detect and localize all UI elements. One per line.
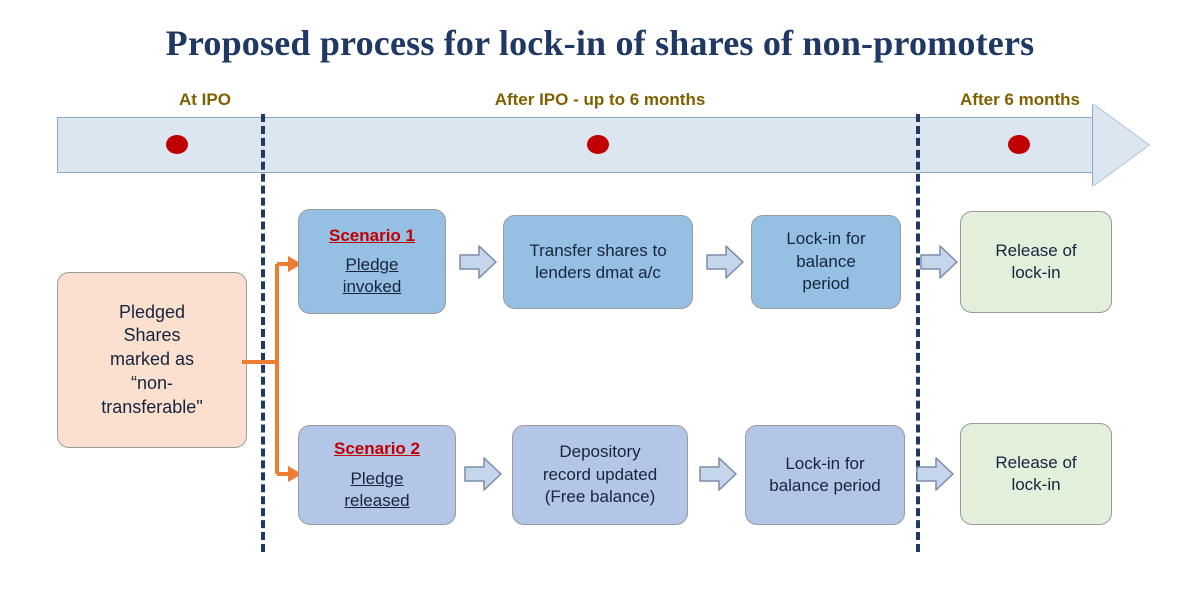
flow-arrow-icon	[458, 243, 498, 281]
timeline-label-after-6-months: After 6 months	[960, 90, 1080, 109]
flow-arrow-icon	[698, 455, 738, 493]
timeline-bar	[57, 117, 1095, 173]
flow-arrow-icon	[705, 243, 745, 281]
box-lockin-line: balance	[796, 251, 856, 271]
box-depository-record-updated: Depository record updated (Free balance)	[512, 425, 688, 525]
box-depository-line: Depository	[559, 442, 641, 462]
box-lockin-line: period	[802, 274, 850, 294]
box-release-line: Release of	[995, 452, 1077, 472]
box-pledged-shares-line: “non-	[130, 372, 174, 393]
flow-arrow-icon	[915, 455, 955, 493]
timeline-marker-dot-icon	[1008, 135, 1030, 154]
box-release-of-lockin-row2: Release of lock-in	[960, 423, 1112, 525]
box-pledged-shares: Pledged Shares marked as “non- transfera…	[57, 272, 247, 448]
scenario-2-subtitle-line: Pledge	[350, 468, 404, 488]
scenario-1-subtitle-line: invoked	[342, 277, 402, 297]
scenario-1-subtitle-line: Pledge	[345, 255, 399, 275]
box-pledged-shares-line: Pledged	[118, 301, 186, 322]
scenario-1-title: Scenario 1	[329, 225, 415, 245]
box-pledged-shares-line: Shares	[123, 325, 181, 346]
flow-arrow-icon	[919, 243, 959, 281]
box-transfer-shares-line: Transfer shares to	[529, 240, 667, 260]
box-pledged-shares-line: transferable"	[101, 396, 203, 417]
box-scenario-2: Scenario 2 Pledge released	[298, 425, 456, 525]
phase-divider-2	[916, 114, 920, 552]
box-release-line: lock-in	[1011, 475, 1061, 494]
box-depository-line: record updated	[542, 464, 658, 484]
scenario-2-title: Scenario 2	[334, 439, 420, 459]
box-transfer-shares-line: lenders dmat a/c	[535, 263, 661, 282]
timeline-marker-dot-icon	[166, 135, 188, 154]
box-lockin-line: Lock-in for	[786, 229, 866, 249]
box-lockin-line: balance period	[769, 476, 881, 495]
page-title: Proposed process for lock-in of shares o…	[165, 23, 1035, 63]
box-transfer-shares: Transfer shares to lenders dmat a/c	[503, 215, 693, 309]
timeline-label-at-ipo: At IPO	[179, 90, 231, 109]
timeline-arrowhead-icon	[1093, 104, 1149, 186]
box-release-of-lockin-row1: Release of lock-in	[960, 211, 1112, 313]
box-release-line: Release of	[995, 240, 1077, 260]
box-pledged-shares-line: marked as	[109, 349, 195, 370]
box-depository-line: (Free balance)	[544, 487, 656, 507]
box-lockin-balance-period-row1: Lock-in for balance period	[751, 215, 901, 309]
branch-connector-arrows	[240, 250, 300, 490]
box-scenario-1: Scenario 1 Pledge invoked	[298, 209, 446, 314]
phase-divider-1	[261, 114, 265, 552]
timeline-label-after-ipo: After IPO - up to 6 months	[494, 90, 706, 109]
scenario-2-subtitle-line: released	[344, 490, 410, 510]
box-lockin-line: Lock-in for	[785, 453, 865, 473]
box-release-line: lock-in	[1011, 263, 1061, 282]
flow-arrow-icon	[463, 455, 503, 493]
timeline-marker-dot-icon	[587, 135, 609, 154]
box-lockin-balance-period-row2: Lock-in for balance period	[745, 425, 905, 525]
